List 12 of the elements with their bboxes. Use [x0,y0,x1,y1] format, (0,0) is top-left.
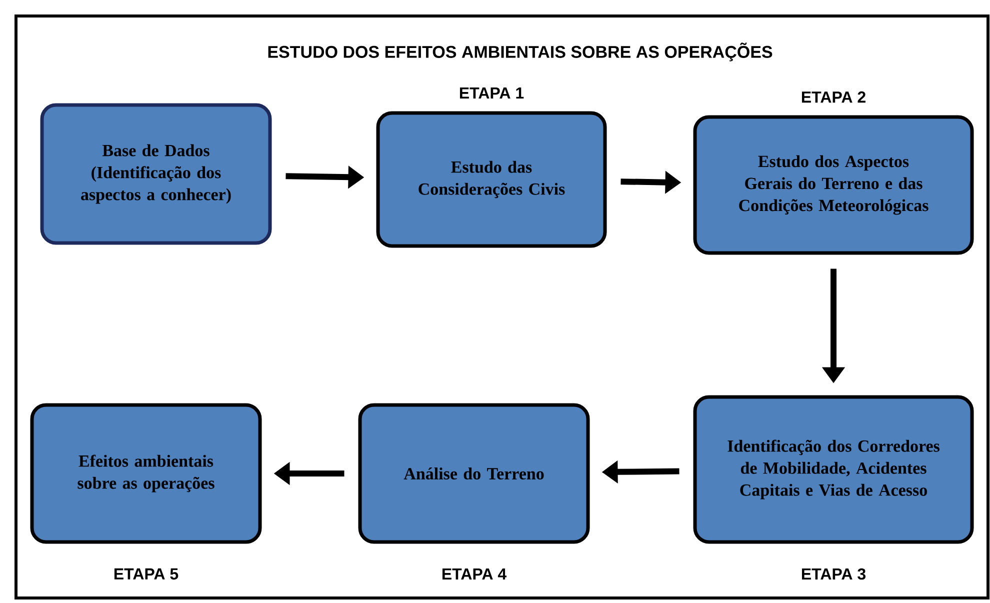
process-box: Base de Dados (Identificação dos aspectos a conhecer) [40,103,272,245]
step-label: ETAPA 4 [442,568,506,580]
step-label: ETAPA 1 [460,88,524,98]
step-label: ETAPA 5 [114,568,178,580]
process-box: Estudo das Considerações Civis [376,111,607,248]
process-box: Identificação dos Corredores de Mobilidade, Acidentes Capitais e Vias de Acesso [693,395,974,544]
step-label: ETAPA 2 [802,91,866,103]
process-box: Efeitos ambientais sobre as operações [30,403,262,544]
process-box: Análise do Terreno [358,403,590,544]
step-label: ETAPA 3 [802,568,866,580]
title: ESTUDO DOS EFEITOS AMBIENTAIS SOBRE AS OPERAÇÕES [268,42,772,62]
process-box: Estudo dos Aspectos Gerais do Terreno e das Condições Meteorológicas [693,115,974,255]
